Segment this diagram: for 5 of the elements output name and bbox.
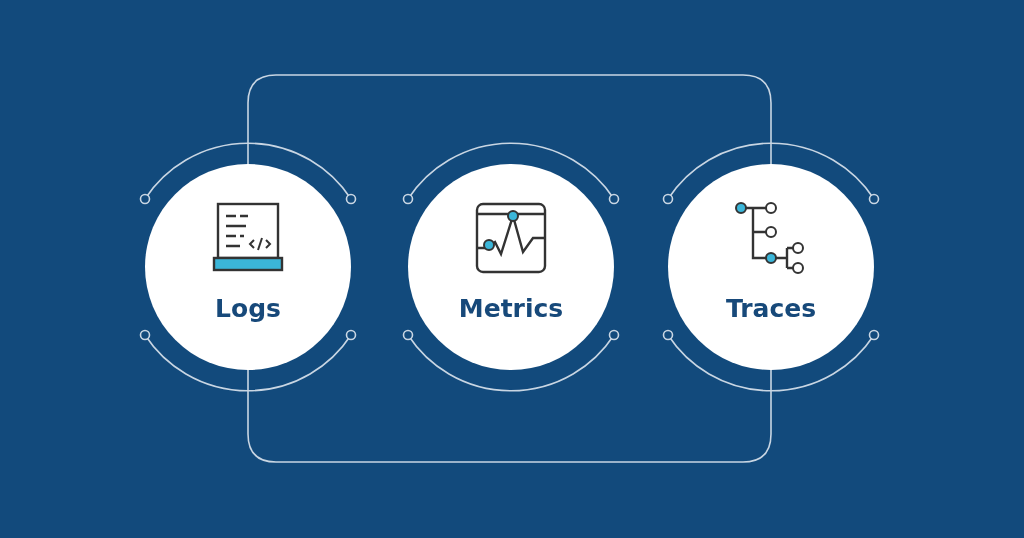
node-label: Metrics: [458, 294, 564, 323]
connector-line: [247, 369, 772, 463]
connector-line: [247, 74, 772, 165]
node-label: Traces: [725, 294, 817, 323]
node-label: Logs: [215, 294, 281, 323]
